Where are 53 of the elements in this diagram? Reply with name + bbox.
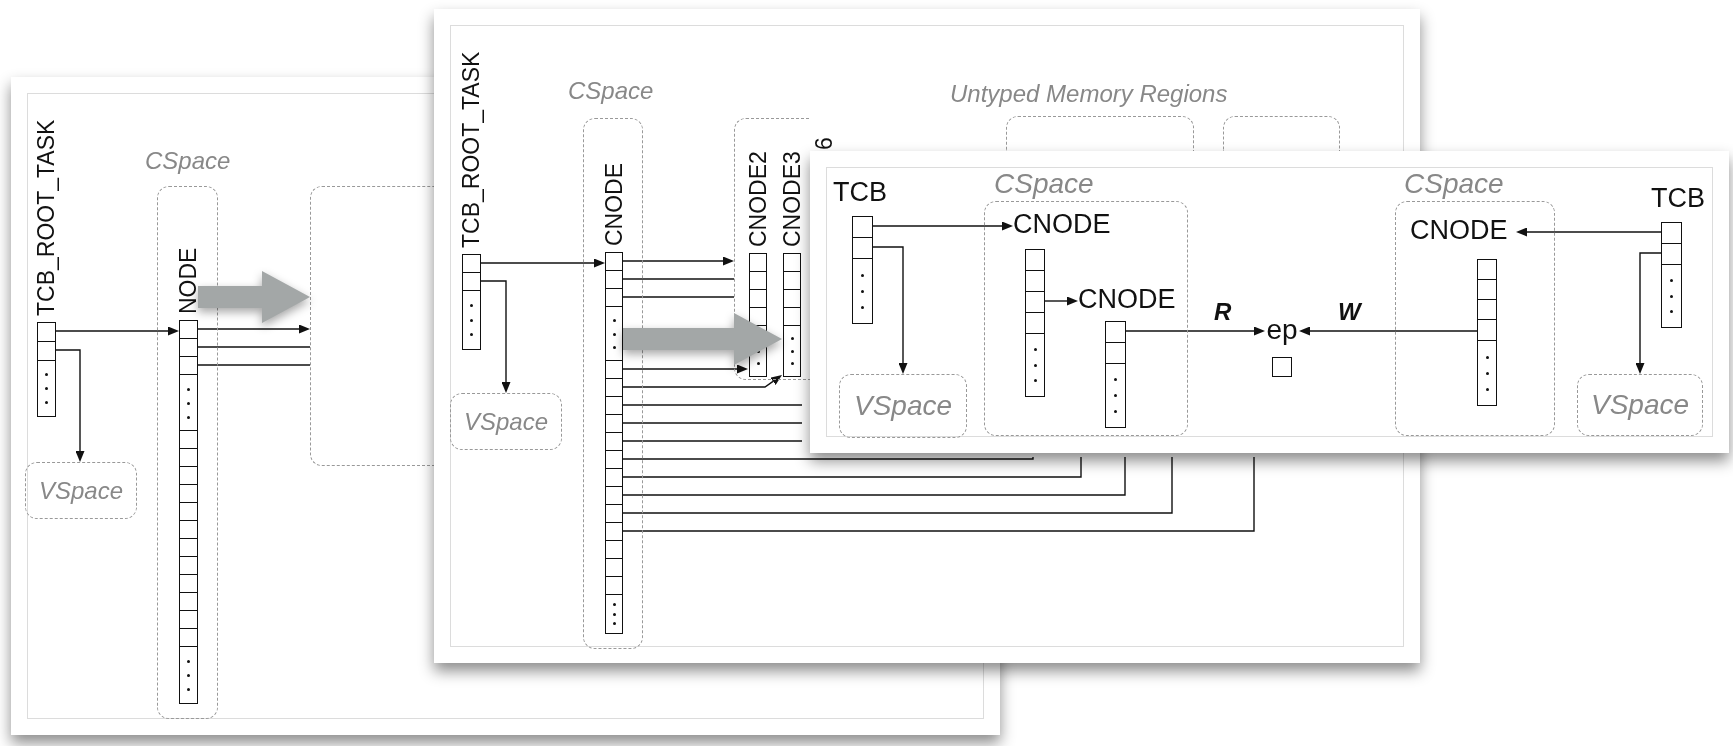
connector-line [622,456,1255,532]
connector-line [622,404,803,406]
connector-line [622,278,735,280]
connector-line [622,296,735,298]
vspace-region: VSpace [839,374,967,438]
arrow [55,349,85,462]
array-label: 6 [815,136,834,150]
arrow [55,326,179,336]
arrow [1044,296,1078,306]
connector-line [622,456,1173,514]
arrow [1516,227,1662,237]
array-label: NODE [179,246,198,314]
connector-line [622,456,1082,478]
arrow [872,246,908,374]
arrow [622,256,734,266]
arrow [872,221,1013,231]
memory-region [1006,116,1194,151]
memory-region [734,118,810,380]
vspace-region: VSpace [1577,374,1703,436]
connector-line [197,364,311,366]
memory-region [310,186,434,466]
connector-line [622,456,1034,460]
node-label: CNODE [1410,217,1508,244]
connector-line [622,440,803,442]
array-label: CNODE3 [783,150,801,247]
arrow [1299,326,1478,336]
array-label: CNODE [605,161,623,246]
memory-region [1223,116,1340,151]
arrow [622,364,748,374]
node-label: TCB [833,179,887,206]
vspace-region: VSpace [25,462,137,519]
arrow [1125,326,1265,336]
region-heading: CSpace [568,78,654,105]
array-label: CNODE2 [749,150,767,247]
node-label: TCB [1651,185,1705,212]
block-arrow [198,271,310,323]
arrow [1635,252,1662,374]
region-heading: Untyped Memory Regions [950,80,1228,108]
node-label: CNODE [1013,211,1111,238]
region-heading: CSpace [994,169,1094,200]
node-label: CNODE [1078,286,1176,313]
connector-line [622,456,1126,496]
arrow [480,280,511,393]
region-heading: CSpace [1404,169,1504,200]
arrow [622,375,782,388]
vspace-region: VSpace [450,393,562,450]
arrow [480,258,605,268]
connector-line [197,346,311,348]
region-heading: CSpace [145,148,231,175]
arrow [197,324,310,334]
endpoint-label: ep [1265,316,1299,344]
connector-line [622,422,803,424]
block-arrow [623,313,782,365]
